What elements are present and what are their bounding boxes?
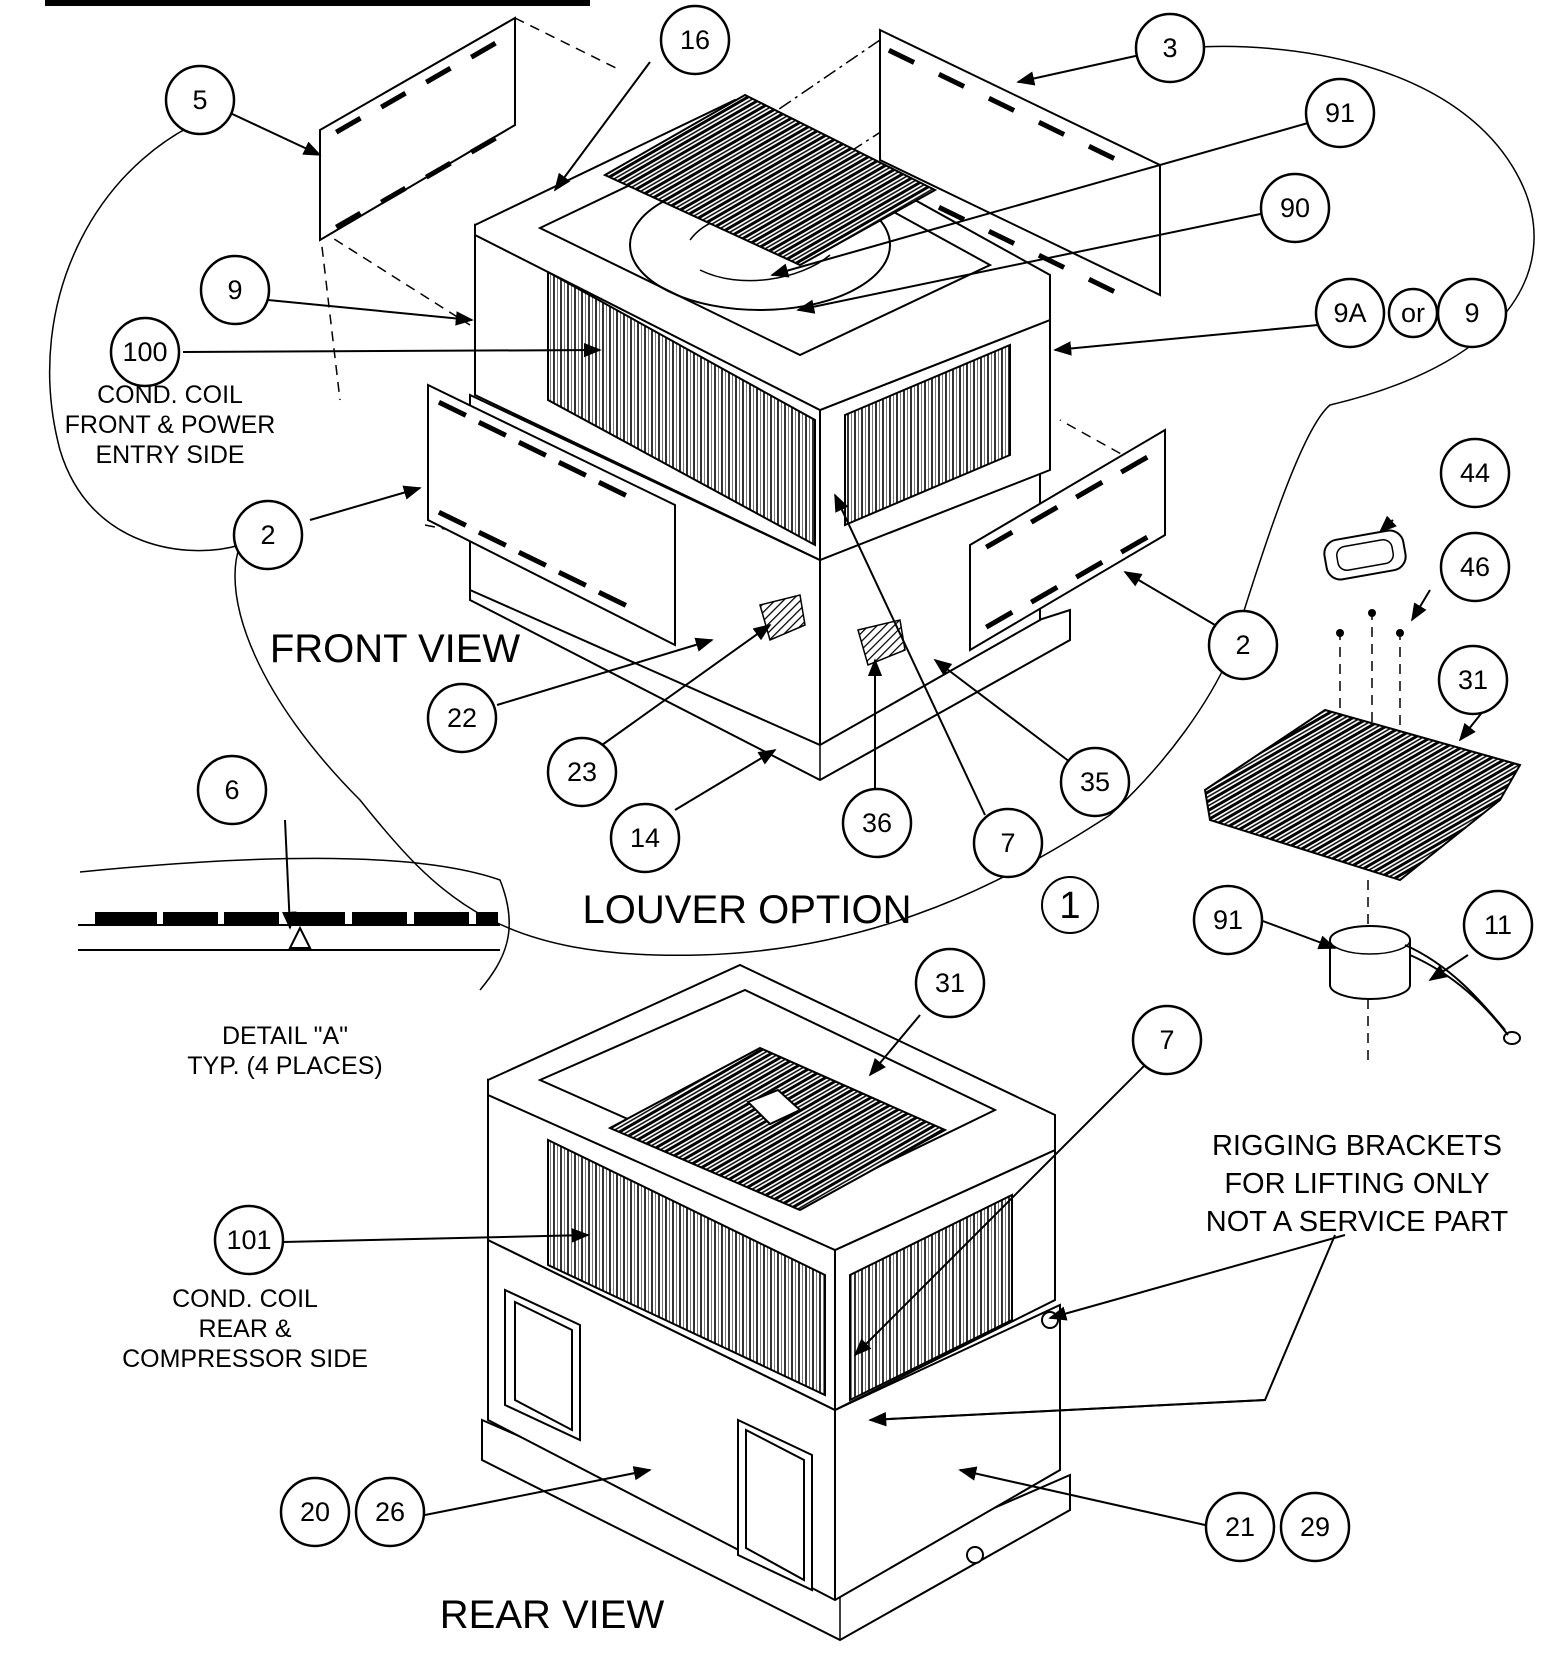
cond-coil-rear-line-1: COND. COIL (172, 1285, 318, 1313)
callout-2-right: 2 (1207, 609, 1279, 681)
callout-16: 16 (659, 4, 731, 76)
detail-a-line-1: DETAIL "A" (222, 1022, 348, 1050)
callout-100: 100 (109, 316, 181, 388)
cond-coil-front-line-2: FRONT & POWER (65, 411, 276, 439)
svg-text:21: 21 (1225, 1512, 1255, 1542)
callout-3: 3 (1134, 12, 1206, 84)
svg-text:6: 6 (224, 775, 239, 805)
svg-text:7: 7 (1000, 828, 1015, 858)
callout-44: 44 (1439, 437, 1511, 509)
svg-text:29: 29 (1300, 1512, 1330, 1542)
callout-11: 11 (1462, 889, 1534, 961)
svg-text:20: 20 (300, 1497, 330, 1527)
callout-91-motor: 91 (1192, 884, 1264, 956)
callout-or: or (1387, 287, 1439, 339)
svg-text:90: 90 (1280, 193, 1310, 223)
svg-text:3: 3 (1162, 33, 1177, 63)
svg-text:44: 44 (1460, 458, 1490, 488)
callout-90: 90 (1259, 172, 1331, 244)
callout-2-left: 2 (232, 499, 304, 571)
rigging-line-1: RIGGING BRACKETS (1212, 1130, 1502, 1162)
callout-23: 23 (546, 736, 618, 808)
svg-text:22: 22 (447, 703, 477, 733)
callout-91-top: 91 (1304, 77, 1376, 149)
svg-text:23: 23 (567, 757, 597, 787)
svg-text:91: 91 (1213, 905, 1243, 935)
svg-text:91: 91 (1325, 98, 1355, 128)
callout-7-rear: 7 (1131, 1004, 1203, 1076)
svg-text:26: 26 (375, 1497, 405, 1527)
cond-coil-rear-line-2: REAR & (198, 1315, 291, 1343)
front-unit (319, 16, 1166, 782)
rear-unit (481, 963, 1071, 1642)
svg-text:or: or (1401, 298, 1425, 328)
svg-text:2: 2 (1235, 630, 1250, 660)
svg-text:35: 35 (1080, 767, 1110, 797)
cond-coil-front-line-1: COND. COIL (97, 381, 243, 409)
svg-text:5: 5 (192, 85, 207, 115)
front-view-label: FRONT VIEW (270, 627, 521, 671)
detail-a-line-2: TYP. (4 PLACES) (187, 1052, 382, 1080)
svg-text:7: 7 (1159, 1025, 1174, 1055)
callout-9A: 9A (1314, 277, 1386, 349)
svg-text:9: 9 (227, 275, 242, 305)
svg-text:9: 9 (1464, 298, 1479, 328)
svg-text:100: 100 (122, 337, 167, 367)
svg-text:1: 1 (1059, 885, 1080, 927)
louver-option-label: LOUVER OPTION (583, 888, 912, 932)
callout-101: 101 (213, 1204, 285, 1276)
fan-accessory-stack (1203, 529, 1522, 1060)
cond-coil-front-line-3: ENTRY SIDE (95, 441, 244, 469)
svg-text:2: 2 (260, 520, 275, 550)
callout-31-rear: 31 (914, 947, 986, 1019)
header-bar (45, 0, 590, 6)
callout-5: 5 (164, 64, 236, 136)
callout-31-accessory: 31 (1437, 644, 1509, 716)
svg-text:9A: 9A (1333, 298, 1366, 328)
rear-view-label: REAR VIEW (440, 1593, 665, 1637)
callout-6: 6 (196, 754, 268, 826)
rigging-line-3: NOT A SERVICE PART (1206, 1206, 1509, 1238)
svg-text:36: 36 (862, 808, 892, 838)
text-labels: COND. COIL FRONT & POWER ENTRY SIDE FRON… (65, 381, 1509, 1637)
callout-7-front: 7 (972, 807, 1044, 879)
callout-20: 20 (279, 1476, 351, 1548)
callout-14: 14 (609, 802, 681, 874)
option-marker: 1 (1041, 876, 1099, 934)
svg-text:16: 16 (680, 25, 710, 55)
callout-29: 29 (1279, 1491, 1351, 1563)
svg-text:101: 101 (226, 1225, 271, 1255)
callout-35: 35 (1059, 746, 1131, 818)
callouts: 16 3 91 90 5 9 9A or 9 100 2 44 46 2 31 … (109, 4, 1534, 1563)
svg-text:46: 46 (1460, 552, 1490, 582)
callout-22: 22 (426, 682, 498, 754)
callout-9-left: 9 (199, 254, 271, 326)
callout-21: 21 (1204, 1491, 1276, 1563)
svg-text:31: 31 (935, 968, 965, 998)
callout-36: 36 (841, 787, 913, 859)
callout-9-right: 9 (1436, 277, 1508, 349)
rigging-line-2: FOR LIFTING ONLY (1224, 1168, 1489, 1200)
callout-26: 26 (354, 1476, 426, 1548)
svg-text:11: 11 (1484, 910, 1512, 940)
callout-46: 46 (1439, 531, 1511, 603)
cond-coil-rear-line-3: COMPRESSOR SIDE (122, 1345, 368, 1373)
svg-text:14: 14 (630, 823, 660, 853)
detail-a-drawing (78, 857, 511, 991)
svg-text:31: 31 (1458, 665, 1488, 695)
